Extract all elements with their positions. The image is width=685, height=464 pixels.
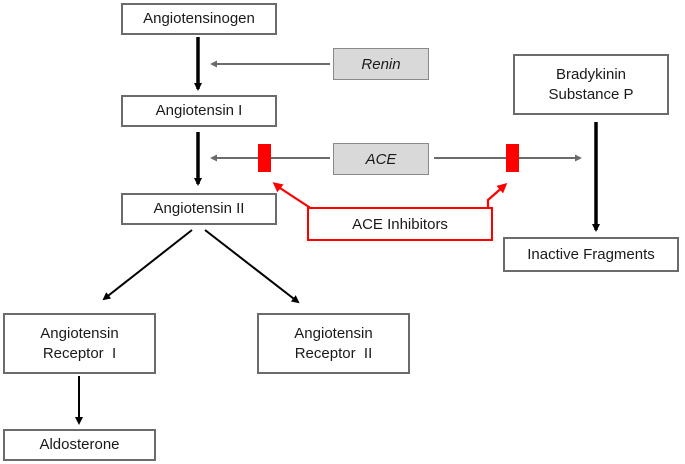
- receptor-1-box: Angiotensin Receptor I: [3, 313, 156, 374]
- ace-block-left: [258, 144, 271, 172]
- renin-label: Renin: [361, 55, 401, 73]
- bradykinin-line-1: Bradykinin: [555, 65, 627, 83]
- ace-label: ACE: [365, 150, 397, 168]
- inhibitor-arrow-right: [486, 183, 508, 209]
- angiotensinogen-box: Angiotensinogen: [121, 3, 277, 35]
- inactive-fragments-label: Inactive Fragments: [527, 245, 655, 263]
- ace-block-right: [506, 144, 519, 172]
- angiotensin-2-box: Angiotensin II: [121, 193, 277, 225]
- receptor-2-line-2: Receptor II: [294, 344, 373, 362]
- receptor-1-line-1: Angiotensin: [40, 324, 119, 342]
- angiotensinogen-label: Angiotensinogen: [143, 10, 255, 27]
- receptor-1-line-2: Receptor I: [42, 344, 117, 362]
- ace-box: ACE: [333, 143, 429, 175]
- receptor-2-line-1: Angiotensin: [294, 324, 373, 342]
- renin-box: Renin: [333, 48, 429, 80]
- angiotensin-2-label: Angiotensin II: [153, 200, 245, 217]
- bradykinin-line-2: Substance P: [548, 85, 634, 103]
- inactive-fragments-box: Inactive Fragments: [503, 237, 679, 272]
- angiotensin-1-label: Angiotensin I: [155, 102, 243, 119]
- inhibitor-arrow-left: [272, 182, 313, 210]
- arrow-angiotensin-2-to-receptor-2: [204, 229, 300, 304]
- arrow-angiotensin-2-to-receptor-1: [102, 229, 193, 301]
- ace-inhibitors-box: ACE Inhibitors: [307, 207, 493, 241]
- aldosterone-label: Aldosterone: [39, 436, 120, 453]
- ace-inhibitors-label: ACE Inhibitors: [352, 215, 448, 233]
- bradykinin-box: Bradykinin Substance P: [513, 54, 669, 115]
- aldosterone-box: Aldosterone: [3, 429, 156, 461]
- receptor-2-box: Angiotensin Receptor II: [257, 313, 410, 374]
- angiotensin-1-box: Angiotensin I: [121, 95, 277, 127]
